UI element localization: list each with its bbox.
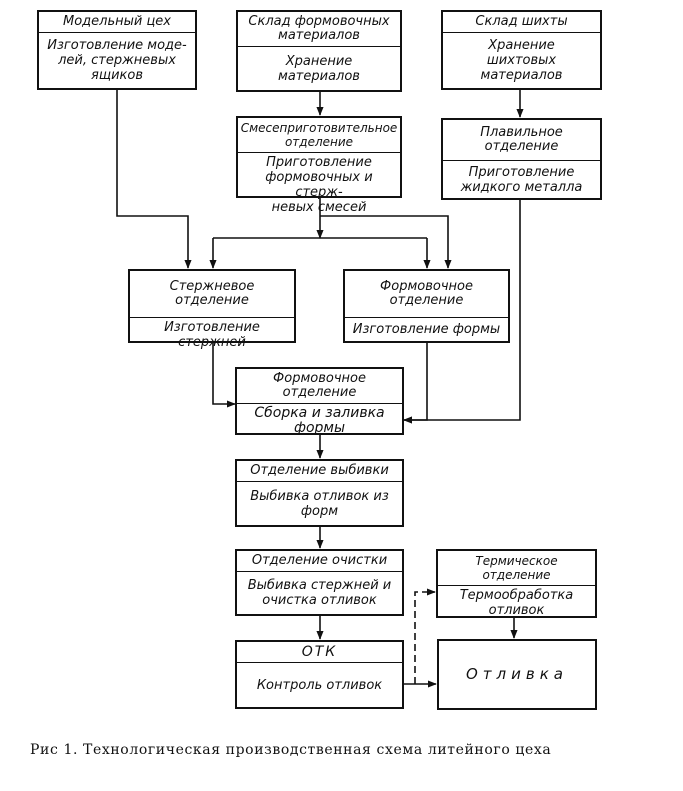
arrow-model-to-core — [116, 90, 192, 269]
node-title: Плавильное отделение — [443, 120, 600, 161]
node-title: ОТК — [237, 642, 402, 663]
node-title: Склад шихты — [443, 12, 600, 33]
node-assembly: Формовочное отделение Сборка и заливка ф… — [235, 367, 404, 436]
arrow-cleaning-to-heat — [414, 588, 436, 684]
node-molding: Формовочное отделение Изготовление формы — [343, 269, 510, 343]
node-title: Термическое отделение — [438, 551, 595, 586]
node-body: Изготовление формы — [352, 322, 501, 337]
node-body: Сборка и заливка формы — [254, 405, 385, 436]
node-cleaning: Отделение очистки Выбивка стержней и очи… — [235, 549, 404, 616]
node-body: Приготовление формовочных и стерж- невых… — [265, 155, 373, 215]
node-title: Склад формовочных материалов — [238, 12, 400, 47]
node-qc: ОТК Контроль отливок — [235, 640, 404, 709]
node-heat-treatment: Термическое отделение Термообработка отл… — [436, 549, 597, 618]
arrow-melting-to-assembly — [403, 200, 521, 424]
node-body: Приготовление жидкого металла — [460, 164, 583, 195]
node-body: Изготовление моде- лей, стержневых ящико… — [47, 38, 187, 83]
figure-caption: Рис 1. Технологическая производственная … — [30, 742, 552, 758]
arrow-molding-to-assembly — [403, 343, 428, 424]
node-body: Изготовление стержней — [164, 320, 260, 350]
node-knockout: Отделение выбивки Выбивка отливок из фор… — [235, 459, 404, 527]
node-model-shop: Модельный цех Изготовление моде- лей, ст… — [37, 10, 197, 90]
node-body: Выбивка стержней и очистка отливок — [247, 578, 392, 608]
node-molding-warehouse: Склад формовочных материалов Хранение ма… — [236, 10, 402, 92]
node-casting: Отливка — [437, 639, 597, 710]
node-melting: Плавильное отделение Приготовление жидко… — [441, 118, 602, 200]
node-body: Хранение шихтовых материалов — [480, 38, 563, 83]
node-mixing: Смесеприготовительное отделение Приготов… — [236, 116, 402, 215]
node-core: Стержневое отделение Изготовление стержн… — [128, 269, 296, 350]
node-body: Контроль отливок — [256, 677, 383, 693]
node-body: Отливка — [466, 665, 568, 683]
arrow-bus-to-molding — [320, 215, 452, 269]
node-body: Выбивка отливок из форм — [250, 488, 389, 519]
node-title: Модельный цех — [39, 12, 195, 33]
node-charge-warehouse: Склад шихты Хранение шихтовых материалов — [441, 10, 602, 90]
node-title: Формовочное отделение — [345, 271, 508, 318]
arrow-core-to-assembly — [212, 343, 236, 408]
node-title: Формовочное отделение — [237, 369, 402, 404]
node-title: Смесеприготовительное отделение — [238, 118, 400, 153]
node-body: Термообработка отливок — [459, 588, 574, 618]
node-body: Хранение материалов — [278, 53, 360, 84]
node-title: Стержневое отделение — [130, 271, 294, 318]
node-title: Отделение выбивки — [237, 461, 402, 482]
node-title: Отделение очистки — [237, 551, 402, 572]
